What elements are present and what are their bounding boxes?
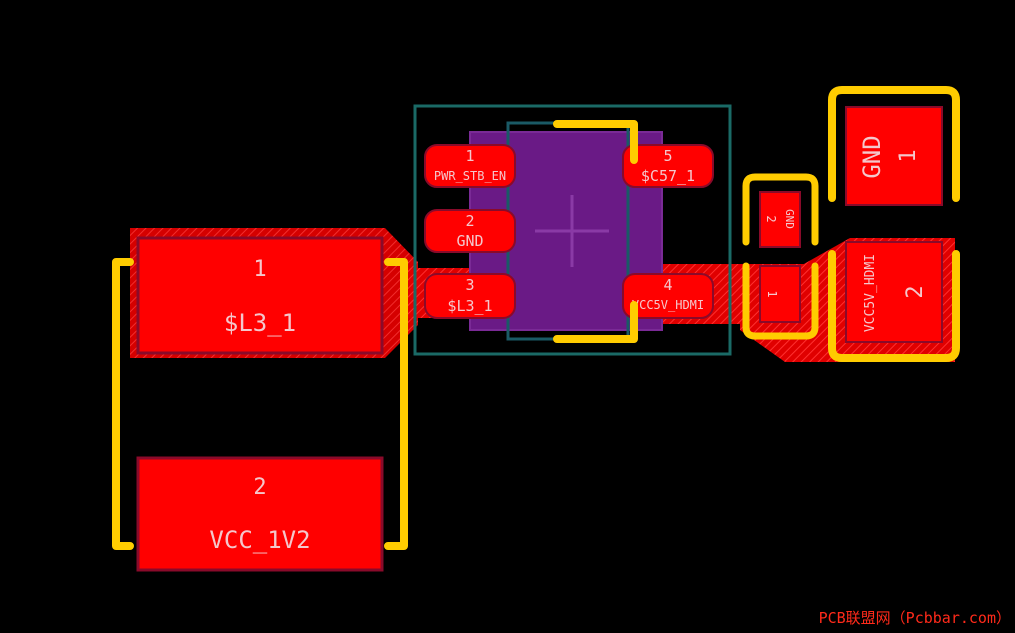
regulator-pad-4-net: VCC5V_HDMI	[632, 298, 704, 312]
small-cap-pad-top[interactable]: GND 2	[759, 191, 801, 248]
regulator-pad-3-net: $L3_1	[447, 297, 492, 315]
inductor-silkscreen	[112, 258, 408, 550]
large-cap-pad-2-number: 2	[903, 285, 928, 298]
large-cap-pad-2-net: VCC5V_HDMI	[863, 254, 878, 332]
regulator-pad-4-number: 4	[663, 276, 672, 294]
regulator-pad-2-net: GND	[456, 232, 483, 250]
watermark: PCB联盟网（Pcbbar.com）	[818, 609, 1011, 627]
inductor-pad-1-net: $L3_1	[224, 309, 296, 337]
regulator-pad-1-number: 1	[465, 147, 474, 165]
regulator-pad-1[interactable]: 1 PWR_STB_EN	[424, 144, 516, 188]
regulator-pad-3-number: 3	[465, 276, 474, 294]
regulator-pad-4[interactable]: 4 VCC5V_HDMI	[622, 273, 714, 319]
large-cap-pad-1[interactable]: GND 1	[845, 106, 943, 206]
large-cap-pad-1-net: GND	[858, 135, 886, 178]
inductor-pad-2[interactable]: 2 VCC_1V2	[136, 456, 384, 572]
inductor-pad-2-number: 2	[253, 475, 266, 500]
small-cap-pad-top-net: GND	[783, 209, 796, 229]
regulator-pad-1-net: PWR_STB_EN	[434, 169, 506, 183]
regulator-pad-2-number: 2	[465, 212, 474, 230]
inductor-pad-1[interactable]: 1 $L3_1	[136, 236, 384, 355]
inductor-pad-2-net: VCC_1V2	[209, 526, 310, 554]
regulator-pad-5[interactable]: 5 $C57_1	[622, 144, 714, 188]
inductor-pad-1-number: 1	[253, 257, 266, 282]
regulator-pad-5-net: $C57_1	[641, 167, 695, 185]
large-cap-silkscreen	[828, 86, 960, 362]
small-cap-pad-bottom[interactable]: 1	[759, 265, 801, 323]
large-cap-pad-2[interactable]: VCC5V_HDMI 2	[845, 241, 943, 343]
regulator-pad-2[interactable]: 2 GND	[424, 209, 516, 253]
small-cap-pad-bottom-number: 1	[765, 290, 779, 297]
regulator-pad-5-number: 5	[663, 147, 672, 165]
small-cap-pad-top-number: 2	[764, 215, 778, 222]
regulator-pad-3[interactable]: 3 $L3_1	[424, 273, 516, 319]
regulator-silkscreen	[553, 120, 638, 343]
regulator-center-crosshair	[535, 195, 609, 267]
large-cap-pad-1-number: 1	[896, 149, 921, 162]
regulator-courtyard	[413, 104, 732, 356]
small-cap-silkscreen	[742, 173, 819, 340]
